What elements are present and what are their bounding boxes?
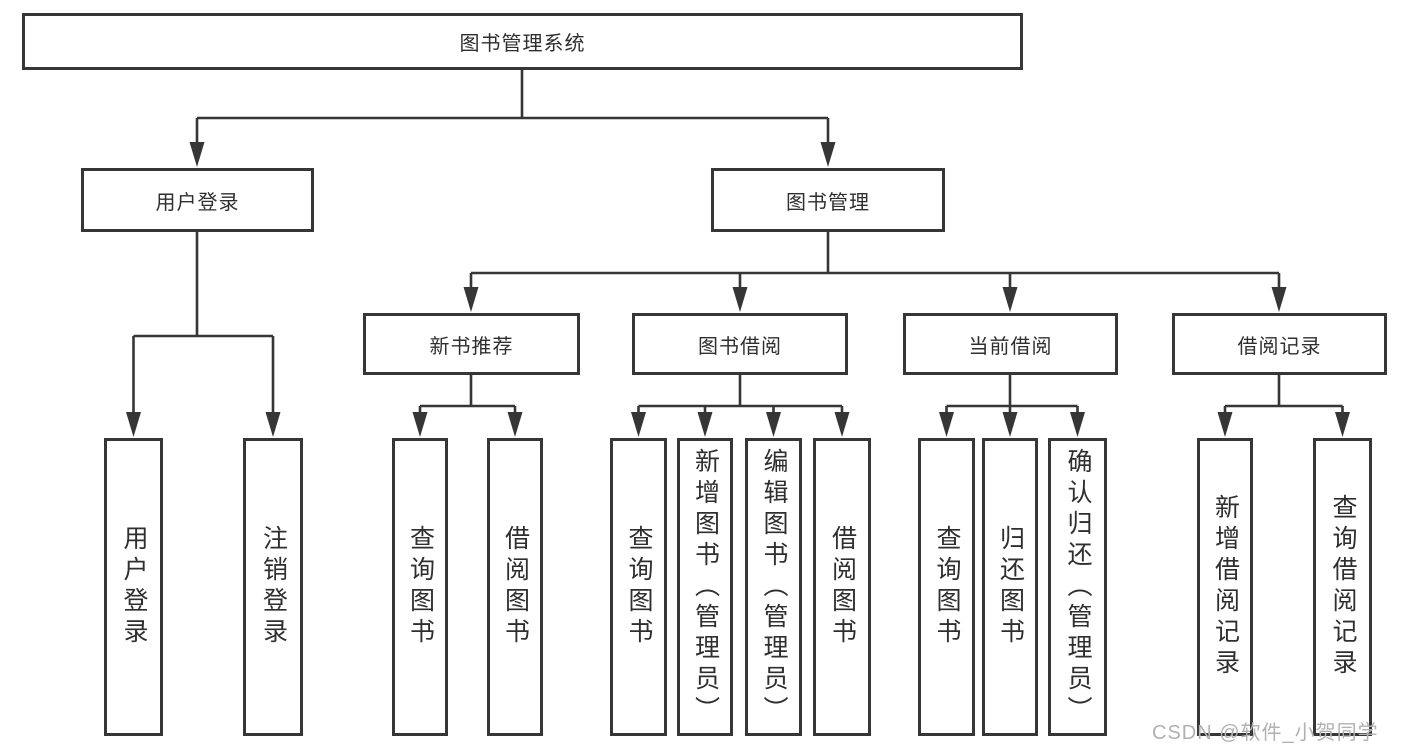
leaf-label: 查询借阅记录	[1329, 494, 1357, 680]
leaf-label: 借阅图书	[828, 525, 857, 649]
node-user-login-branch: 用户登录	[81, 168, 314, 232]
leaf-confirm-return-admin: 确认归还（管理员）	[1048, 438, 1107, 736]
node-label: 用户登录	[155, 191, 240, 214]
leaf-edit-books-admin: 编辑图书（管理员）	[745, 438, 802, 736]
leaf-label: 查询图书	[406, 525, 435, 649]
leaf-label: 编辑图书（管理员）	[760, 447, 788, 727]
leaf-label: 查询图书	[625, 525, 653, 649]
leaf-label: 查询图书	[933, 525, 961, 649]
node-new-book-recommendation: 新书推荐	[363, 313, 580, 375]
leaf-label: 确认归还（管理员）	[1064, 447, 1092, 727]
node-label: 图书管理	[786, 191, 870, 214]
leaf-label: 借阅图书	[501, 525, 530, 649]
leaf-label: 新增图书（管理员）	[691, 447, 720, 727]
leaf-borrow-books: 借阅图书	[813, 438, 871, 736]
leaf-return-books: 归还图书	[982, 438, 1038, 736]
node-library-management-system: 图书管理系统	[22, 13, 1023, 70]
node-label: 图书借阅	[698, 335, 782, 358]
leaf-user-login: 用户登录	[104, 438, 163, 736]
leaf-borrow-books-recommend: 借阅图书	[487, 438, 543, 736]
leaf-add-borrow-record: 新增借阅记录	[1197, 438, 1253, 736]
leaf-label: 用户登录	[120, 525, 148, 649]
leaf-add-books-admin: 新增图书（管理员）	[677, 438, 733, 736]
node-current-borrowing: 当前借阅	[903, 313, 1118, 375]
node-label: 图书管理系统	[459, 33, 586, 55]
node-borrowing-records: 借阅记录	[1172, 313, 1387, 375]
leaf-logout: 注销登录	[243, 438, 303, 736]
leaf-label: 归还图书	[996, 525, 1025, 649]
leaf-label: 新增借阅记录	[1211, 494, 1240, 680]
node-book-management-branch: 图书管理	[711, 168, 945, 232]
node-label: 新书推荐	[429, 335, 514, 358]
leaf-query-books-current: 查询图书	[918, 438, 975, 736]
leaf-query-borrow-record: 查询借阅记录	[1313, 438, 1372, 736]
node-label: 借阅记录	[1237, 335, 1322, 358]
leaf-query-books-recommend: 查询图书	[392, 438, 448, 736]
node-book-borrowing: 图书借阅	[632, 313, 848, 375]
csdn-watermark: CSDN @软件_小贺同学	[1152, 722, 1379, 744]
node-label: 当前借阅	[968, 335, 1053, 358]
leaf-query-books-borrowing: 查询图书	[610, 438, 667, 736]
leaf-label: 注销登录	[259, 525, 288, 649]
